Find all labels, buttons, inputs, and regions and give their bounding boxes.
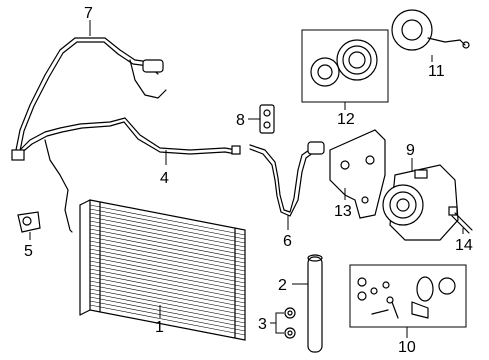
callout-6: 6 <box>283 233 292 250</box>
compressor-icon <box>382 164 459 241</box>
callout-8: 8 <box>236 112 245 129</box>
condenser-fin <box>89 244 246 276</box>
condenser-fin <box>89 264 246 296</box>
receiver-drier-icon <box>307 254 323 353</box>
suction-hose-icon <box>249 141 325 217</box>
condenser-fin <box>89 236 246 268</box>
condenser-fin <box>89 220 246 252</box>
condenser-fin <box>89 204 246 236</box>
callout-3: 3 <box>258 316 267 333</box>
seal-kit-icon <box>357 276 456 319</box>
mounting-bracket-icon <box>329 129 386 219</box>
condenser-fin <box>89 268 246 300</box>
pressure-switch-icon <box>17 211 41 233</box>
callout-11: 11 <box>428 63 445 80</box>
callout-12: 12 <box>337 111 355 128</box>
condenser-fin <box>89 224 246 256</box>
condenser-fin <box>89 296 246 328</box>
seal-kit-box <box>349 264 467 328</box>
condenser-fin <box>89 276 246 308</box>
condenser-fin <box>89 228 246 260</box>
leader-3 <box>270 312 284 334</box>
callout-10: 10 <box>398 339 416 356</box>
callout-5: 5 <box>24 243 33 260</box>
condenser-fin <box>89 292 246 324</box>
condenser-fin <box>89 300 246 332</box>
condenser-fin <box>89 232 246 264</box>
liquid-line-icon <box>19 117 241 233</box>
condenser-icon <box>79 199 246 341</box>
o-ring-icon <box>284 307 296 339</box>
condenser-fin <box>89 304 246 336</box>
condenser-fin <box>89 208 246 240</box>
callout-9: 9 <box>406 142 415 159</box>
clutch-coil-icon <box>391 9 470 51</box>
condenser-fin <box>89 248 246 280</box>
condenser-fin <box>89 256 246 288</box>
condenser-fin <box>89 212 246 244</box>
condenser-fin <box>89 288 246 320</box>
condenser-fin <box>89 272 246 304</box>
condenser-fin <box>89 216 246 248</box>
callout-13: 13 <box>334 203 352 220</box>
condenser-fin <box>89 252 246 284</box>
callout-1: 1 <box>155 319 164 336</box>
condenser-fin <box>89 260 246 292</box>
bolt-icon <box>448 206 473 234</box>
expansion-valve-icon <box>259 104 275 134</box>
condenser-fin <box>89 284 246 316</box>
condenser-fin <box>89 240 246 272</box>
condenser-fin <box>89 280 246 312</box>
callout-7: 7 <box>84 5 93 22</box>
callout-2: 2 <box>278 277 287 294</box>
callout-4: 4 <box>160 170 169 187</box>
callout-14: 14 <box>455 237 473 254</box>
clutch-pulley-icon <box>310 39 378 87</box>
discharge-hose-icon <box>11 37 167 161</box>
